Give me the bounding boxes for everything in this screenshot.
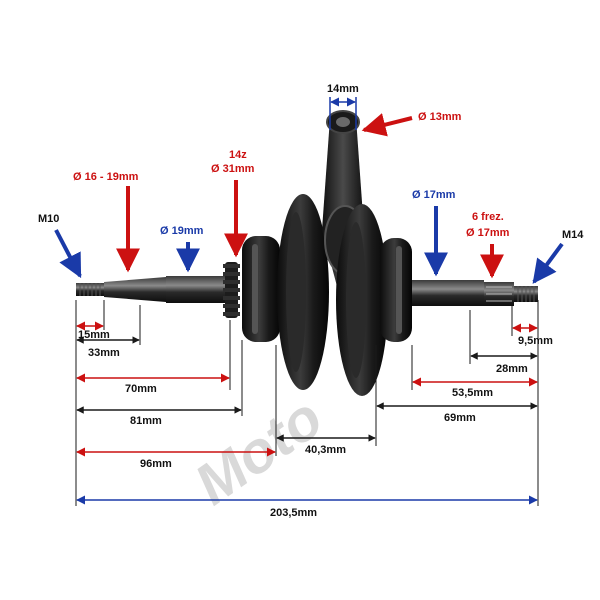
pin-diameter-arrow <box>361 113 413 137</box>
right-shaft-diameter-label: Ø 17mm <box>412 189 456 201</box>
dim-total-label: 203,5mm <box>270 507 317 519</box>
m14-label: M14 <box>562 229 584 241</box>
dim-70-label: 70mm <box>125 383 157 395</box>
dim-33-label: 33mm <box>88 347 120 359</box>
m10-label: M10 <box>38 213 59 225</box>
left-taper <box>104 277 166 302</box>
dim-96-label: 96mm <box>140 458 172 470</box>
rod-width-dimension <box>329 97 357 130</box>
dim-69-label: 69mm <box>444 412 476 424</box>
sprocket-teeth <box>223 264 240 316</box>
labels: 14mm Ø 13mm 14z Ø 31mm Ø 16 - 19mm M10 Ø… <box>38 83 584 519</box>
right-shaft <box>412 280 484 306</box>
m10-arrow <box>54 229 82 279</box>
spline-count-label: 6 frez. <box>472 211 504 223</box>
blue-arrows <box>54 206 564 284</box>
left-thread-lines <box>79 283 101 296</box>
spline-diameter-label: Ø 17mm <box>466 227 510 239</box>
pin-diameter-label: Ø 13mm <box>418 111 462 123</box>
sprocket-teeth-label: 14z <box>229 149 247 161</box>
dim-15-label: 15mm <box>78 329 110 341</box>
dimension-lines <box>76 321 538 505</box>
dim-28-label: 28mm <box>496 363 528 375</box>
dim-53-5-label: 53,5mm <box>452 387 493 399</box>
taper-diameter-label: Ø 16 - 19mm <box>73 171 139 183</box>
left-shaft <box>166 276 230 303</box>
left-thread <box>76 283 104 296</box>
rod-width-label: 14mm <box>327 83 359 95</box>
left-bearing <box>242 236 280 342</box>
dim-9-5-label: 9,5mm <box>518 335 553 347</box>
dim-40-3-label: 40,3mm <box>305 444 346 456</box>
red-arrows <box>116 113 504 279</box>
crankshaft-part <box>76 110 538 396</box>
extension-lines <box>75 300 539 506</box>
dim-81-label: 81mm <box>130 415 162 427</box>
left-shaft-diameter-label: Ø 19mm <box>160 225 204 237</box>
sprocket-diameter-label: Ø 31mm <box>211 163 255 175</box>
m14-arrow <box>532 242 564 284</box>
spline-lines <box>486 286 512 302</box>
